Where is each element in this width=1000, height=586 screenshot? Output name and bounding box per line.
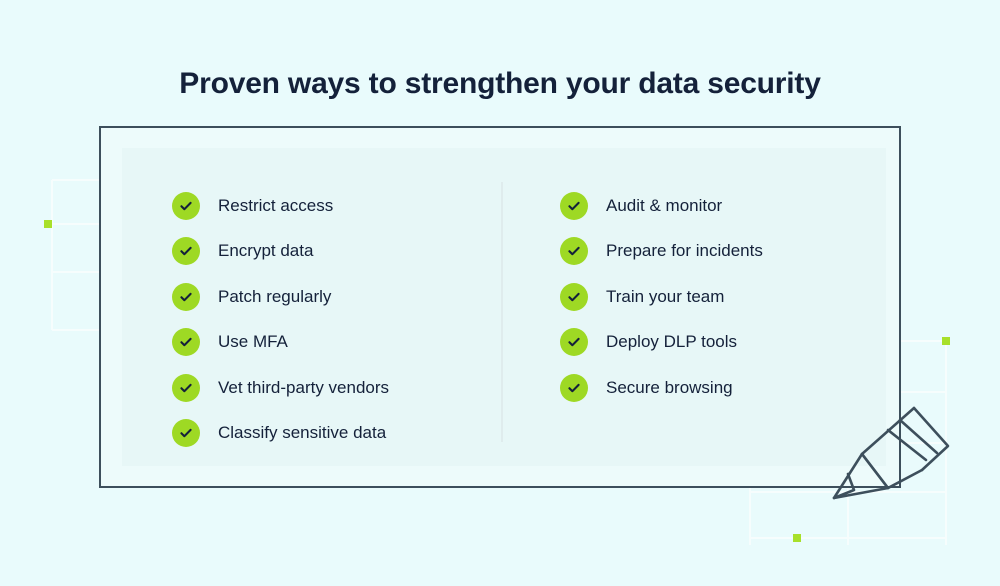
checklist-item[interactable]: Vet third-party vendors [172, 365, 389, 411]
check-icon [172, 282, 200, 311]
check-icon [560, 328, 588, 357]
checklist-columns: Restrict access Encrypt data Patch regul… [101, 128, 903, 490]
checklist-item-label: Classify sensitive data [218, 423, 387, 443]
checklist-item[interactable]: Restrict access [172, 183, 389, 229]
checklist-item[interactable]: Use MFA [172, 320, 389, 366]
check-icon [560, 237, 588, 266]
checklist-item[interactable]: Deploy DLP tools [560, 320, 763, 366]
checklist-item[interactable]: Secure browsing [560, 365, 763, 411]
check-icon [560, 191, 588, 220]
grid-marker [793, 534, 801, 542]
check-icon [172, 419, 200, 448]
checklist-item-label: Encrypt data [218, 241, 314, 261]
check-icon [172, 191, 200, 220]
checklist-item-label: Deploy DLP tools [606, 332, 738, 352]
page-title: Proven ways to strengthen your data secu… [179, 67, 821, 101]
checklist-item-label: Audit & monitor [606, 195, 723, 215]
check-icon [172, 237, 200, 266]
checklist-item[interactable]: Train your team [560, 274, 763, 320]
checklist-item-label: Prepare for incidents [606, 241, 763, 261]
checklist-card-inner-panel [122, 148, 886, 466]
check-icon [560, 373, 588, 402]
grid-marker [44, 220, 52, 228]
checklist-item-label: Secure browsing [606, 377, 733, 397]
checklist-column-right: Audit & monitor Prepare for incidents Tr… [560, 183, 763, 411]
checklist-item[interactable]: Prepare for incidents [560, 229, 763, 275]
grid-marker [942, 337, 950, 345]
checklist-item-label: Vet third-party vendors [218, 377, 390, 397]
checklist-item-label: Train your team [606, 286, 725, 306]
checklist-item[interactable]: Patch regularly [172, 274, 389, 320]
check-icon [172, 328, 200, 357]
checklist-item-label: Use MFA [218, 332, 288, 352]
checklist-item-label: Restrict access [218, 195, 334, 215]
column-divider [501, 182, 503, 442]
checklist-column-left: Restrict access Encrypt data Patch regul… [172, 183, 389, 456]
check-icon [560, 282, 588, 311]
checklist-item[interactable]: Classify sensitive data [172, 411, 389, 457]
check-icon [172, 373, 200, 402]
checklist-card: Restrict access Encrypt data Patch regul… [99, 126, 901, 488]
checklist-item[interactable]: Encrypt data [172, 229, 389, 275]
checklist-item-label: Patch regularly [218, 286, 332, 306]
checklist-item[interactable]: Audit & monitor [560, 183, 763, 229]
